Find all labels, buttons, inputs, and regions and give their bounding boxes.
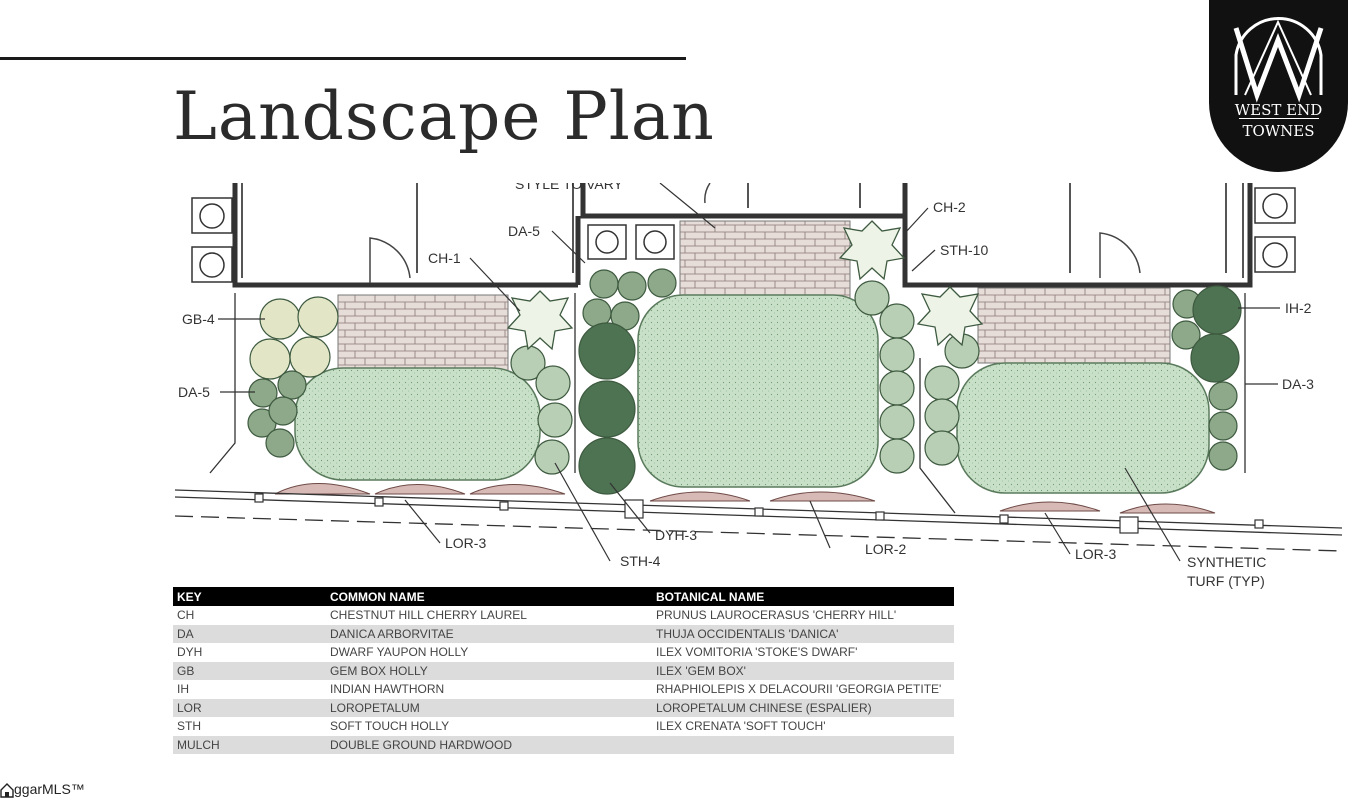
cell-common: SOFT TOUCH HOLLY (330, 719, 450, 734)
cell-key: DYH (177, 645, 203, 660)
cell-botanical: LOROPETALUM CHINESE (ESPALIER) (652, 698, 954, 717)
w-monogram-icon (1233, 17, 1324, 103)
cell-key: CH (177, 608, 195, 623)
leader-lines (218, 183, 1280, 562)
west-end-townes-logo: WEST END TOWNES (1209, 0, 1348, 172)
header-botanical-name: BOTANICAL NAME (652, 587, 954, 606)
table-row: DYH DWARF YAUPON HOLLY ILEX VOMITORIA 'STO… (173, 643, 954, 662)
label-da-3: DA-3 (1282, 376, 1314, 392)
cell-key: MULCH (173, 735, 326, 754)
shrubs (247, 268, 1242, 495)
loropetalum-espaliers (274, 483, 1216, 514)
plan-labels: STYLE TO VARY CH-2 DA-5 STH-10 CH-1 GB-4… (178, 183, 1314, 589)
title-rule (0, 57, 686, 60)
cell-botanical: THUJA OCCIDENTALIS 'DANICA' (652, 624, 954, 643)
mls-brand-text: ggarMLS™ (14, 781, 85, 797)
label-style-to-vary: STYLE TO VARY (515, 183, 624, 192)
cell-common: LOROPETALUM (326, 698, 652, 717)
cell-botanical: ILEX CRENATA 'SOFT TOUCH' (656, 719, 826, 734)
building-walls (232, 183, 1253, 288)
cell-common: DWARF YAUPON HOLLY (330, 645, 469, 660)
cell-key: DA (173, 624, 326, 643)
label-synthetic: SYNTHETIC (1187, 554, 1266, 570)
house-icon (0, 783, 14, 798)
table-header-row: KEY COMMON NAME BOTANICAL NAME (173, 587, 954, 606)
cell-common: CHESTNUT HILL CHERRY LAUREL (330, 608, 527, 623)
ac-units (191, 187, 1296, 283)
label-da-5-top: DA-5 (508, 223, 540, 239)
logo-divider (1239, 118, 1319, 119)
table-row: STH SOFT TOUCH HOLLY ILEX CRENATA 'SOFT TO… (173, 717, 954, 736)
label-dyh-3: DYH-3 (655, 527, 697, 543)
cell-botanical: ILEX 'GEM BOX' (652, 661, 954, 680)
label-gb-4: GB-4 (182, 311, 215, 327)
synthetic-turf-areas (294, 294, 1210, 494)
cell-key: LOR (173, 698, 326, 717)
label-lor-3-left: LOR-3 (445, 535, 486, 551)
label-sth-4: STH-4 (620, 553, 661, 569)
label-da-5-left: DA-5 (178, 384, 210, 400)
label-sth-10: STH-10 (940, 242, 988, 258)
table-row: CH CHESTNUT HILL CHERRY LAUREL PRUNUS LAUR… (173, 606, 954, 625)
fence-posts (254, 493, 1264, 534)
interior-walls (241, 183, 1244, 278)
cell-common: INDIAN HAWTHORN (330, 682, 445, 697)
page-title: Landscape Plan (173, 78, 715, 155)
cell-botanical: RHAPHIOLEPIS X DELACOURII 'GEORGIA PETIT… (656, 682, 942, 697)
landscape-plan-drawing: STYLE TO VARY CH-2 DA-5 STH-10 CH-1 GB-4… (174, 183, 1342, 589)
plant-key-table: KEY COMMON NAME BOTANICAL NAME CH CHESTNU… (173, 587, 954, 754)
table-row: IH INDIAN HAWTHORN RHAPHIOLEPIS X DELACOUR… (173, 680, 954, 699)
label-lor-3-right: LOR-3 (1075, 546, 1116, 562)
cell-common: DANICA ARBORVITAE (326, 624, 652, 643)
label-ih-2: IH-2 (1285, 300, 1312, 316)
header-key: KEY (173, 587, 326, 606)
cell-key: STH (177, 719, 201, 734)
cell-common: DOUBLE GROUND HARDWOOD (326, 735, 652, 754)
cell-botanical (652, 735, 954, 754)
label-ch-2: CH-2 (933, 199, 966, 215)
paver-patios (337, 220, 1171, 374)
label-lor-2: LOR-2 (865, 541, 906, 557)
cell-botanical: PRUNUS LAUROCERASUS 'CHERRY HILL' (656, 608, 897, 623)
door-swings (369, 183, 1141, 283)
header-common-name: COMMON NAME (326, 587, 652, 606)
logo-line-1: WEST END (1234, 101, 1323, 119)
cherry-laurel-trees (506, 220, 984, 351)
label-ch-1: CH-1 (428, 250, 461, 266)
cell-key: GB (173, 661, 326, 680)
cell-common: GEM BOX HOLLY (326, 661, 652, 680)
label-turf: TURF (TYP) (1187, 573, 1265, 589)
mls-watermark: ggarMLS™ (0, 781, 85, 798)
cell-botanical: ILEX VOMITORIA 'STOKE'S DWARF' (656, 645, 858, 660)
logo-line-2: TOWNES (1242, 122, 1315, 140)
cell-key: IH (177, 682, 189, 697)
